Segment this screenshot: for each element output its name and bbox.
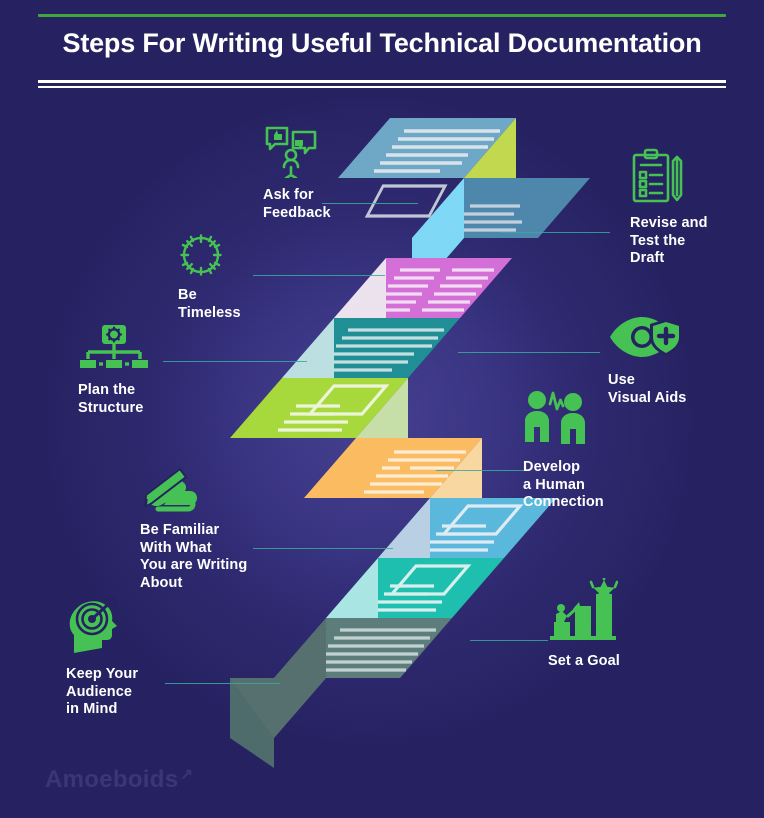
step-label-be-familiar: Be Familiar With What You are Writing Ab… bbox=[140, 522, 248, 591]
step-node-revise-and-test-the-draft[interactable]: Revise and Test the Draft bbox=[630, 148, 708, 268]
connector-ask-for-feedback bbox=[322, 203, 418, 204]
stair-bottom-slab-left bbox=[230, 678, 274, 768]
two-people-pulse-icon bbox=[525, 391, 585, 444]
connector-plan-the-structure bbox=[163, 361, 307, 362]
header-divider-upper bbox=[38, 80, 726, 83]
bar-chart-star-icon bbox=[550, 578, 618, 640]
head-target-icon bbox=[69, 597, 117, 653]
connector-develop-human-connection bbox=[436, 470, 524, 471]
connector-keep-audience-in-mind bbox=[165, 683, 280, 684]
step-label-revise-and-test-the-draft: Revise and Test the Draft bbox=[630, 215, 708, 266]
step-node-ask-for-feedback[interactable]: Ask for Feedback bbox=[263, 122, 331, 222]
connector-set-a-goal bbox=[470, 640, 548, 641]
step-node-develop-a-human-connection[interactable]: Develop a Human Connection bbox=[523, 388, 604, 512]
clipboard-pen-icon bbox=[632, 148, 683, 203]
step-node-plan-the-structure[interactable]: Plan the Structure bbox=[78, 323, 150, 417]
step-label-keep-your-audience-in-mind: Keep Your Audience in Mind bbox=[66, 666, 139, 717]
feedback-thumbs-icon bbox=[265, 126, 317, 178]
stair-step-5-top bbox=[230, 378, 408, 438]
step-node-keep-your-audience-in-mind[interactable]: Keep Your Audience in Mind bbox=[66, 595, 138, 719]
header-divider-lower bbox=[38, 86, 726, 88]
stair-step-9 bbox=[230, 618, 452, 768]
step-node-be-timeless[interactable]: Be Timeless bbox=[178, 232, 241, 322]
stair-step-5-lines bbox=[278, 384, 390, 432]
step-label-ask-for-feedback: Ask for Feedback bbox=[263, 187, 331, 221]
sitemap-gear-icon bbox=[80, 325, 148, 368]
step-node-be-familiar[interactable]: Be Familiar With What You are Writing Ab… bbox=[140, 465, 247, 592]
header-accent-rule bbox=[38, 14, 726, 17]
hand-writing-pen-icon bbox=[143, 467, 197, 512]
step-label-use-visual-aids: Use Visual Aids bbox=[608, 372, 687, 406]
step-node-set-a-goal[interactable]: Set a Goal bbox=[548, 578, 620, 671]
stair-step-7-lines bbox=[424, 504, 524, 552]
clock-icon bbox=[180, 234, 222, 276]
step-label-plan-the-structure: Plan the Structure bbox=[78, 382, 144, 416]
step-label-set-a-goal: Set a Goal bbox=[548, 653, 620, 669]
step-label-be-timeless: Be Timeless bbox=[178, 287, 241, 321]
stair-step-6-lines bbox=[364, 450, 466, 494]
connector-revise-test-draft bbox=[500, 232, 610, 233]
connector-use-visual-aids bbox=[458, 352, 600, 353]
step-label-develop-a-human-connection: Develop a Human Connection bbox=[523, 459, 604, 510]
stair-step-4-lines bbox=[318, 328, 444, 372]
connector-be-familiar bbox=[253, 548, 393, 549]
step-node-use-visual-aids[interactable]: Use Visual Aids bbox=[608, 313, 686, 407]
page-title: Steps For Writing Useful Technical Docum… bbox=[62, 28, 702, 58]
brand-arrow-icon: ↗ bbox=[180, 766, 194, 783]
header: Steps For Writing Useful Technical Docum… bbox=[0, 0, 764, 100]
brand-logo[interactable]: Amoeboids↗ bbox=[45, 765, 193, 794]
connector-be-timeless bbox=[253, 275, 385, 276]
stair-step-8-lines bbox=[372, 564, 472, 612]
brand-name: Amoeboids bbox=[45, 766, 179, 793]
eye-shield-icon bbox=[610, 317, 682, 357]
stair-step-1-lines bbox=[374, 129, 500, 173]
